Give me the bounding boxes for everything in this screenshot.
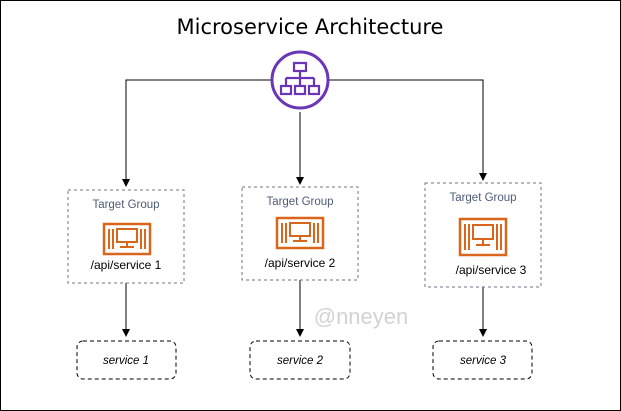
instance-icon bbox=[458, 217, 508, 257]
target-group-label: Target Group bbox=[266, 196, 333, 208]
service-box bbox=[432, 340, 533, 380]
target-group-path: /api/service 2 bbox=[265, 256, 336, 270]
service-label: service 2 bbox=[277, 355, 324, 367]
target-group-3[interactable]: Target Group /api/service 3 bbox=[424, 182, 542, 288]
service-1[interactable]: service 1 bbox=[76, 340, 177, 380]
instance-icon bbox=[102, 222, 152, 256]
service-label: service 1 bbox=[103, 355, 149, 367]
target-group-box bbox=[424, 182, 542, 288]
target-group-2[interactable]: Target Group /api/service 2 bbox=[241, 186, 359, 281]
target-group-1[interactable]: Target Group /api/service 1 bbox=[67, 189, 185, 284]
service-label: service 3 bbox=[460, 355, 507, 367]
connectors bbox=[122, 79, 487, 337]
target-group-box bbox=[67, 189, 185, 284]
diagram-title: Microservice Architecture bbox=[177, 15, 444, 39]
target-group-path: /api/service 1 bbox=[91, 258, 162, 272]
service-2[interactable]: service 2 bbox=[249, 340, 351, 380]
hierarchy-icon bbox=[270, 50, 330, 110]
service-box bbox=[249, 340, 351, 380]
target-group-path: /api/service 3 bbox=[456, 263, 527, 277]
instance-icon bbox=[275, 216, 325, 250]
connector-lb-to-group-3 bbox=[327, 79, 487, 181]
load-balancer[interactable] bbox=[270, 50, 330, 110]
watermark: @nneyen bbox=[314, 304, 409, 329]
service-box bbox=[76, 340, 177, 380]
target-group-label: Target Group bbox=[92, 199, 159, 211]
target-group-label: Target Group bbox=[449, 192, 516, 204]
connector-lb-to-group-1 bbox=[122, 79, 272, 187]
target-group-box bbox=[241, 186, 359, 281]
service-3[interactable]: service 3 bbox=[432, 340, 533, 380]
